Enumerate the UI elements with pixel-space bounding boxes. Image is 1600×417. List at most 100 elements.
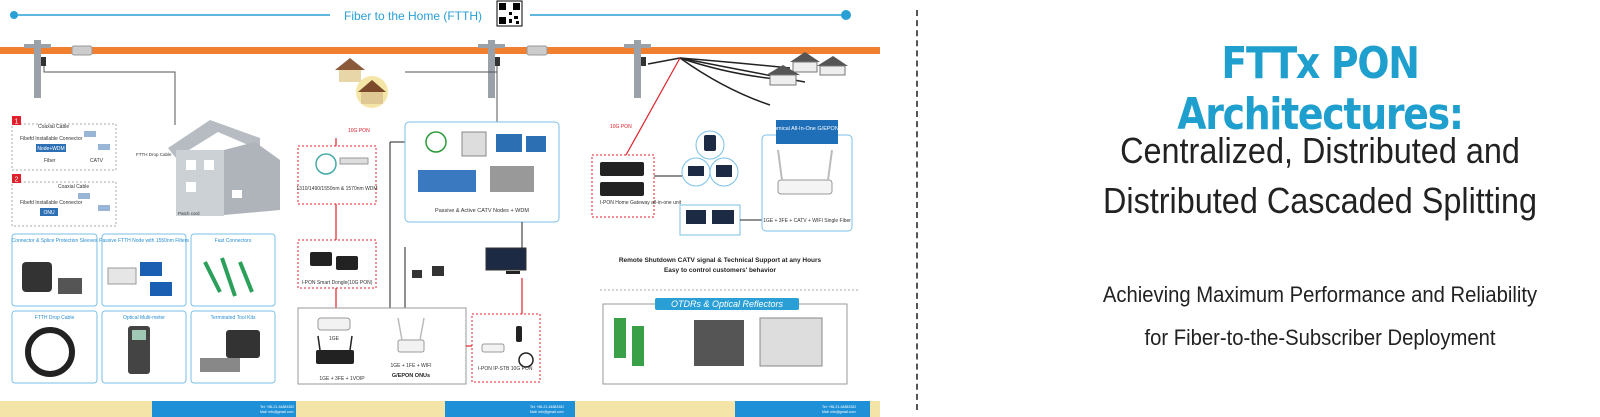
splitter-device bbox=[461, 131, 487, 157]
utility-pole bbox=[24, 40, 51, 98]
drop-cable bbox=[405, 66, 498, 73]
onu-device bbox=[317, 317, 351, 331]
step-badge bbox=[12, 174, 21, 183]
monitor-icon bbox=[716, 165, 732, 177]
node-wdm-label: Node+WDM bbox=[37, 146, 64, 152]
onu-label: 1GE bbox=[329, 336, 340, 342]
main-title: FTTx PON Architectures: bbox=[1177, 38, 1464, 140]
card-label: Fast Connectors bbox=[215, 238, 252, 244]
house-icon bbox=[335, 58, 365, 82]
product-card: Optical Multi-meter bbox=[101, 310, 187, 384]
footer-tel: Tel: +86-21-64883352 bbox=[822, 405, 856, 409]
tv-icon bbox=[78, 193, 90, 199]
product-card: Connector & Splice Protection Sleeves bbox=[11, 233, 98, 307]
house-icon bbox=[356, 76, 388, 108]
subtitle-line-2: Distributed Cascaded Splitting bbox=[1102, 180, 1538, 221]
tv-icon bbox=[686, 210, 706, 224]
footer-contact bbox=[152, 401, 296, 417]
onu-router bbox=[777, 179, 833, 195]
otdr-label: OTDRs & Optical Reflectors bbox=[671, 299, 784, 309]
monitor-icon bbox=[432, 266, 444, 276]
dongle-device bbox=[310, 252, 332, 266]
splice-closure bbox=[71, 45, 93, 56]
utility-pole bbox=[624, 40, 651, 98]
step-number: 2 bbox=[15, 177, 19, 184]
reflector-icon bbox=[632, 326, 644, 366]
wdm-label: 1310/1490/1550nm & 1570nm WDM bbox=[296, 186, 377, 192]
footer-mail: Mail: info@gmail.com bbox=[260, 410, 294, 414]
catv-label: CATV bbox=[90, 158, 104, 164]
gateway-device bbox=[600, 162, 644, 176]
onu-wifi-label: 1GE + 3FE + CATV + WIFI Single Fiber bbox=[763, 218, 851, 224]
onu-label: ONU bbox=[43, 210, 55, 216]
red-fiber-link bbox=[625, 57, 681, 156]
coaxial-cable-label: Coaxial Cable bbox=[38, 124, 69, 130]
subtitle-line-1: Centralized, Distributed and bbox=[1120, 130, 1520, 171]
fiber-coil bbox=[425, 131, 447, 153]
node-device bbox=[526, 136, 546, 152]
header-title: Fiber to the Home (FTTH) bbox=[344, 9, 482, 23]
coaxial-cable-label: Coaxial Cable bbox=[58, 184, 89, 190]
pon-label: 10G PON bbox=[348, 128, 370, 134]
onu-box bbox=[40, 208, 58, 216]
stb-label: I-PON IP-STB 10G PON bbox=[478, 366, 533, 372]
otdr-device bbox=[694, 320, 744, 366]
gateway-device bbox=[600, 182, 644, 196]
patch-cord-label: Patch cord bbox=[178, 211, 200, 216]
right-panel: FTTx PON Architectures: Centralized, Dis… bbox=[1040, 0, 1600, 417]
reflector-icon bbox=[614, 318, 626, 358]
catv-nodes-label: Passive & Active CATV Nodes + WDM bbox=[435, 208, 529, 214]
wdm-box bbox=[297, 145, 377, 205]
install-step-box bbox=[11, 123, 117, 171]
remote-shutdown-text: Remote Shutdown CATV signal & Technical … bbox=[619, 257, 822, 264]
utility-pole bbox=[478, 40, 505, 98]
card-label: FTTH Drop Cable bbox=[35, 315, 75, 321]
router-device bbox=[397, 339, 425, 353]
connector-label: Fibefd Installable Connector bbox=[20, 136, 83, 142]
qr-code-icon bbox=[496, 0, 523, 27]
tablet-icon bbox=[704, 135, 716, 151]
node-wdm-box bbox=[36, 144, 66, 152]
card-label: Connector & Splice Protection Sleeves bbox=[12, 238, 98, 244]
footer-tel: Tel: +86-21-64883352 bbox=[530, 405, 564, 409]
card-label: Optical Multi-meter bbox=[123, 315, 165, 321]
remote-subtext: Easy to control customers' behavior bbox=[664, 267, 777, 274]
dongle-device bbox=[336, 256, 358, 270]
drop-cable-label: FTTH Drop Cable bbox=[136, 152, 172, 157]
catv-node-device bbox=[418, 170, 476, 192]
footer-tel: Tel: +86-21-64883352 bbox=[260, 405, 294, 409]
tv-icon bbox=[712, 210, 734, 224]
footer-mail: Mail: info@gmail.com bbox=[822, 410, 856, 414]
onu-label: 1GE + 1FE + WIFI bbox=[390, 363, 431, 369]
otdr-kit bbox=[759, 317, 823, 367]
product-card: Fast Connectors bbox=[190, 233, 276, 307]
tv-icon bbox=[84, 131, 96, 137]
card-label: Passive FTTH Node with 1550nm Filters bbox=[99, 238, 189, 244]
card-label: Terminated Tool Kits bbox=[211, 315, 256, 321]
laptop-icon bbox=[688, 166, 704, 176]
device-circle bbox=[709, 157, 739, 187]
wdm-coil bbox=[315, 153, 337, 175]
drop-cable bbox=[647, 57, 681, 65]
gateway-label: I-PON Home Gateway all-in-one unit bbox=[600, 200, 682, 206]
install-step-box bbox=[11, 181, 117, 227]
economical-label: Economical All-In-One G/EPON ONU bbox=[761, 126, 852, 132]
product-card: Passive FTTH Node with 1550nm Filters bbox=[99, 233, 189, 307]
ftth-diagram: Fiber to the Home (FTTH) bbox=[0, 0, 880, 417]
tagline-line-2: for Fiber-to-the-Subscriber Deployment bbox=[1144, 325, 1496, 350]
footer-contact bbox=[445, 401, 575, 417]
onu-label: 1GE + 3FE + 1VOIP bbox=[319, 376, 365, 382]
splice-closure bbox=[526, 45, 548, 56]
wdm-module bbox=[339, 157, 369, 165]
gateway-box bbox=[591, 154, 655, 218]
header-dot-left bbox=[10, 11, 18, 19]
drop-cable bbox=[679, 57, 771, 106]
dashed-divider bbox=[916, 10, 918, 410]
pc-icon bbox=[98, 205, 110, 211]
node-device bbox=[496, 134, 522, 152]
stb-box bbox=[471, 313, 541, 383]
pc-icon bbox=[98, 144, 110, 150]
dongle-label: I-PON Smart Dongle(10G PON) bbox=[302, 280, 373, 286]
gepon-onus-label: G/EPON ONUs bbox=[392, 373, 430, 379]
cable-icon bbox=[518, 352, 534, 368]
